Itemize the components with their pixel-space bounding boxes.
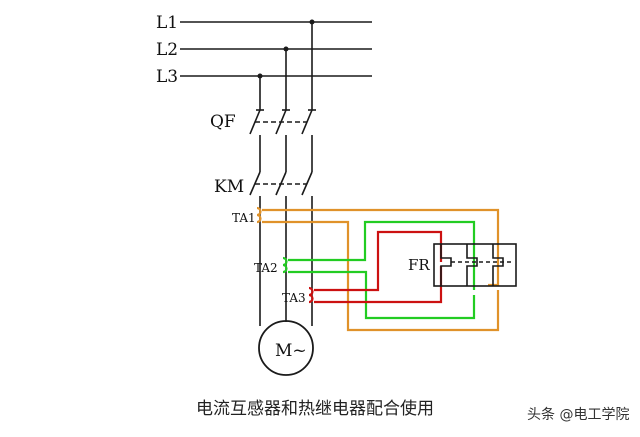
- ta2-coil: [282, 256, 288, 274]
- fr-element-2: [466, 244, 478, 286]
- label-l2: L2: [156, 40, 178, 60]
- label-ta1: TA1: [232, 211, 256, 225]
- ta1-wire-inner: [262, 220, 500, 332]
- label-qf: QF: [210, 112, 236, 132]
- ta3-wire-outer: [314, 230, 443, 292]
- km-contactor: [249, 171, 313, 196]
- fr-element-1: [440, 244, 452, 286]
- label-fr: FR: [408, 256, 430, 274]
- fr-thermal-relay: [433, 243, 517, 287]
- ta3-coil: [308, 286, 314, 304]
- watermark: 头条 @电工学院: [527, 406, 629, 423]
- bus-lines: [180, 21, 372, 77]
- ta1-coil: [256, 206, 262, 224]
- label-l1: L1: [156, 13, 178, 33]
- ta2-wire-inner: [288, 270, 476, 320]
- motor: M~: [258, 320, 314, 376]
- qf-breaker: [249, 109, 316, 135]
- label-km: KM: [214, 177, 244, 197]
- label-ta3: TA3: [282, 291, 306, 305]
- fr-body: [433, 243, 517, 287]
- label-l3: L3: [156, 67, 178, 87]
- label-ta2: TA2: [254, 261, 278, 275]
- motor-circle: [258, 320, 314, 376]
- watermark-text: 头条 @电工学院: [527, 406, 629, 423]
- label-motor: M~: [275, 341, 307, 361]
- diagram-caption: 电流互感器和热继电器配合使用: [196, 398, 434, 419]
